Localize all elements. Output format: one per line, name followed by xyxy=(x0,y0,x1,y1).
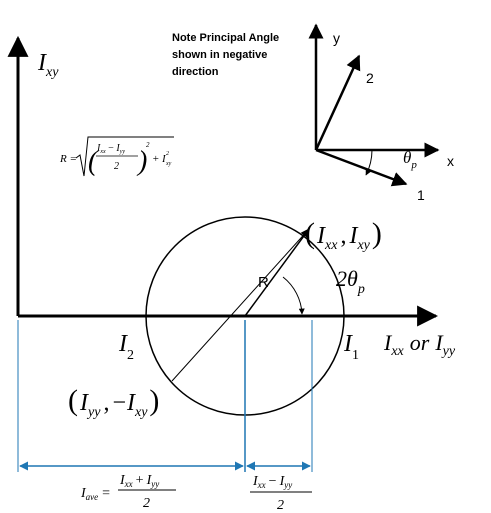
svg-text:I2: I2 xyxy=(118,331,134,363)
two-theta-label: 2θ xyxy=(336,266,358,291)
point-bottom-minus: − xyxy=(112,390,126,416)
half-formula-den: 2 xyxy=(277,498,284,513)
i1-label-sub: 1 xyxy=(352,348,359,363)
point-top-comma: , xyxy=(340,223,346,249)
point-top-i1: I xyxy=(316,223,326,249)
half-formula-num-a: I xyxy=(252,474,259,489)
inset-x-label: x xyxy=(447,153,454,169)
svg-text:Ixy: Ixy xyxy=(37,50,59,80)
point-bottom-i2: I xyxy=(126,390,136,416)
average-formula-num-b: I xyxy=(146,473,153,488)
radius-formula-paren-open: ( xyxy=(88,146,99,177)
i2-label: I xyxy=(118,331,128,357)
radius-formula-num-a: I xyxy=(96,143,101,154)
radius-formula: R = ( Ixx−Iyy 2 ) 2 + I 2 xy xyxy=(59,136,174,177)
point-bottom-close: ) xyxy=(149,384,159,417)
vertical-axis-label: I xyxy=(37,50,47,76)
radius-formula-root xyxy=(75,136,174,177)
point-top-close: ) xyxy=(372,217,382,250)
two-theta-arc xyxy=(282,276,305,315)
radius-label: R xyxy=(258,274,269,291)
average-formula-den: 2 xyxy=(143,496,150,511)
svg-text:(Iyy,−Ixy): (Iyy,−Ixy) xyxy=(68,384,159,420)
average-formula-lhs-sub: ave xyxy=(86,492,99,502)
inset-axis-2-label: 2 xyxy=(366,70,374,86)
radius-formula-term: I xyxy=(161,153,167,165)
half-difference-formula: Ixx−Iyy 2 xyxy=(250,474,312,513)
inset-y-label: y xyxy=(333,30,340,46)
radius-formula-den: 2 xyxy=(114,161,119,172)
horizontal-axis-label-or: or xyxy=(410,330,430,355)
radius-formula-lhs: R = xyxy=(59,153,77,165)
inset-theta-arc xyxy=(365,149,373,176)
half-formula-num-a-sub: xx xyxy=(257,480,266,490)
svg-text:(Ixx,Ixy): (Ixx,Ixy) xyxy=(305,217,382,253)
radius-formula-num-b: I xyxy=(115,143,120,154)
average-formula-num-b-sub: yy xyxy=(150,479,159,489)
point-top-i2-sub: xy xyxy=(356,238,370,253)
horizontal-axis-label-tail: I xyxy=(434,330,444,355)
inset-theta-sub: p xyxy=(410,159,417,171)
half-formula-num-b: I xyxy=(279,474,286,489)
average-formula-eq: = xyxy=(102,486,110,501)
inset-axis-1 xyxy=(315,148,408,187)
point-bottom-i2-sub: xy xyxy=(134,405,148,420)
i2-label-sub: 2 xyxy=(127,348,134,363)
point-bottom-i1: I xyxy=(79,390,89,416)
svg-text:Iave=: Iave= xyxy=(80,486,110,502)
diameter-line xyxy=(171,228,310,382)
average-formula-num-a: I xyxy=(119,473,126,488)
radius-formula-minus: − xyxy=(108,143,115,154)
note-line-2: shown in negative xyxy=(172,49,267,61)
point-top-i1-sub: xx xyxy=(324,238,338,253)
point-top-i2: I xyxy=(348,223,358,249)
average-formula-num-a-sub: xx xyxy=(124,479,133,489)
inset-axis-1-label: 1 xyxy=(417,187,425,203)
horizontal-axis-label-lead-sub: xx xyxy=(390,344,404,359)
radius-formula-term-sup: 2 xyxy=(166,151,169,157)
svg-text:I1: I1 xyxy=(343,331,359,363)
half-formula-minus: − xyxy=(269,474,277,489)
half-formula-num-b-sub: yy xyxy=(283,480,292,490)
radius-formula-paren-close: ) xyxy=(136,146,147,177)
average-formula: Iave= Ixx+Iyy 2 xyxy=(80,473,176,511)
point-bottom-comma: , xyxy=(103,390,109,416)
radius-formula-num-a-sub: xx xyxy=(99,149,106,155)
svg-text:2θp: 2θp xyxy=(336,266,365,297)
radius-formula-term-sub: xy xyxy=(165,161,172,167)
point-bottom-i1-sub: yy xyxy=(86,405,101,420)
vertical-axis-label-sub: xy xyxy=(45,65,59,80)
inset-axis-2 xyxy=(314,54,361,151)
two-theta-sub: p xyxy=(357,282,365,297)
note-line-3: direction xyxy=(172,66,219,78)
i1-label: I xyxy=(343,331,353,357)
radius-formula-plus: + xyxy=(152,153,159,165)
svg-text:Ixx−Iyy: Ixx−Iyy xyxy=(252,474,292,490)
svg-text:Ixx−Iyy: Ixx−Iyy xyxy=(96,143,125,155)
average-formula-plus: + xyxy=(136,473,144,488)
radius-formula-exponent: 2 xyxy=(146,141,150,149)
note-line-1: Note Principal Angle xyxy=(172,32,279,44)
radius-arrow xyxy=(244,228,310,317)
svg-text:θp: θp xyxy=(403,148,417,171)
point-bottom-open: ( xyxy=(68,384,78,417)
point-top-open: ( xyxy=(305,217,315,250)
radius-formula-num-b-sub: yy xyxy=(119,149,126,155)
svg-text:Ixx+Iyy: Ixx+Iyy xyxy=(119,473,159,489)
average-formula-lhs: I xyxy=(80,486,87,501)
inset-theta-label: θ xyxy=(403,148,411,167)
horizontal-axis-label-tail-sub: yy xyxy=(441,344,456,359)
horizontal-axis-label-lead: I xyxy=(383,330,393,355)
